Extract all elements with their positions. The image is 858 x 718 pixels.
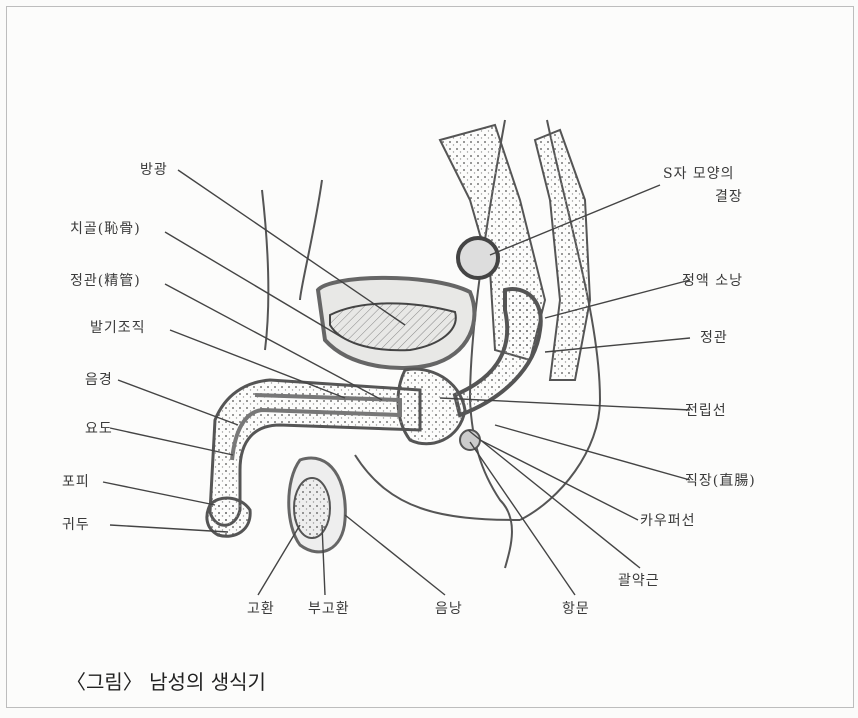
label-ejaculatory-duct: 정관 <box>700 327 728 347</box>
label-anus: 항문 <box>562 598 590 618</box>
anus-shape <box>460 430 480 450</box>
label-prostate: 전립선 <box>685 400 727 420</box>
label-testis: 고환 <box>247 598 275 618</box>
label-erectile-tissue: 발기조직 <box>90 317 146 337</box>
sigmoid-colon <box>458 238 498 278</box>
label-pubic-bone: 치골(恥骨) <box>70 218 141 238</box>
label-sphincter: 괄약근 <box>618 570 660 590</box>
label-bladder: 방광 <box>140 159 168 179</box>
testis-shape <box>294 478 330 538</box>
label-vas-deferens: 정관(精管) <box>70 270 141 290</box>
label-epididymis: 부고환 <box>308 598 350 618</box>
label-sigmoid-colon-2: 결장 <box>715 186 743 206</box>
label-seminal-vesicle: 정액 소낭 <box>682 270 743 290</box>
label-penis: 음경 <box>85 369 113 389</box>
label-foreskin: 포피 <box>62 471 90 491</box>
label-scrotum: 음낭 <box>435 598 463 618</box>
leader-lines <box>103 170 690 595</box>
label-sigmoid-colon-1: S자 모양의 <box>663 163 735 183</box>
label-glans: 귀두 <box>62 514 90 534</box>
label-urethra: 요도 <box>85 418 113 438</box>
figure-caption: 〈그림〉 남성의 생식기 <box>66 666 266 695</box>
label-rectum: 직장(直腸) <box>685 470 756 490</box>
label-cowper-gland: 카우퍼선 <box>640 510 696 530</box>
